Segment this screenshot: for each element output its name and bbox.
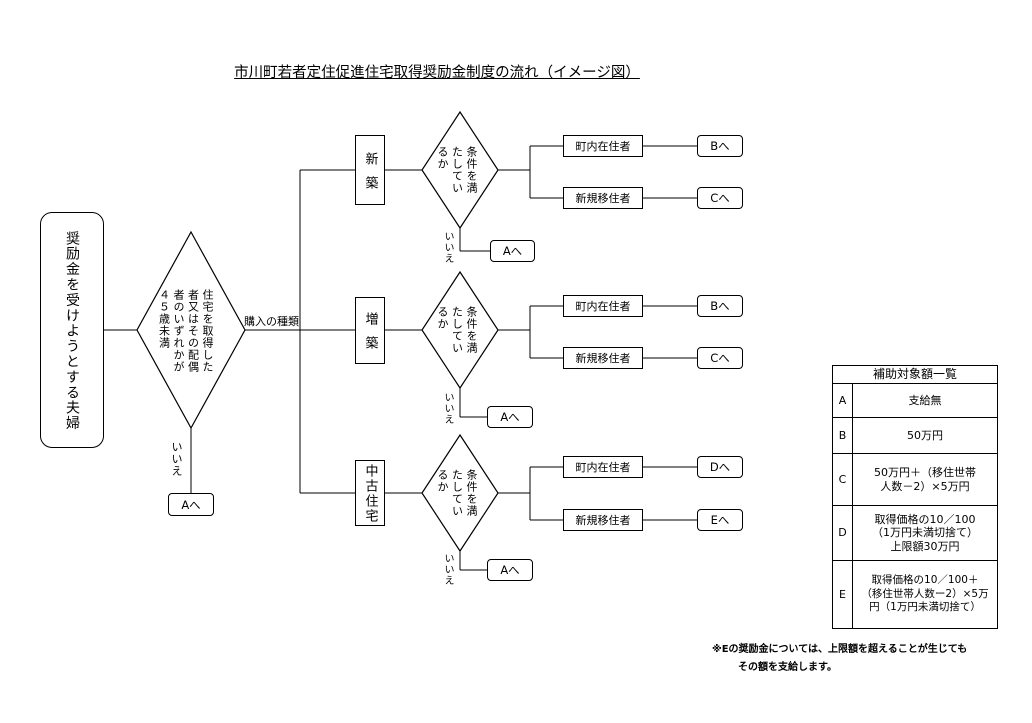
resident-box-2: 町内在住者	[563, 295, 643, 317]
condition-line: るか	[436, 146, 449, 170]
resident-target-1: Bへ	[697, 135, 743, 157]
condition-no-target-2: Aへ	[487, 406, 533, 428]
table-row: E 取得価格の10／100＋ （移住世帯人数ー2）×5万 円（1万円未満切捨て）	[832, 560, 999, 629]
condition-no-label-1: いいえ	[442, 231, 453, 264]
row-key: B	[832, 417, 853, 454]
age-check-no-target: Aへ	[168, 493, 214, 516]
start-node: 奨励金を受けようとする夫婦	[40, 212, 104, 448]
condition-line: たしてい	[450, 146, 464, 194]
condition-no-label-2: いいえ	[442, 392, 453, 425]
newcomer-box-3: 新規移住者	[563, 509, 643, 531]
condition-no-target-1: Aへ	[490, 240, 535, 262]
newcomer-box-1: 新規移住者	[563, 187, 643, 209]
condition-text-1: 条件を満 たしてい るか	[434, 146, 478, 196]
purchase-type-box-1: 新築	[355, 135, 385, 205]
condition-line: 条件を満	[465, 469, 478, 517]
purchase-type-box-3: 中古住宅	[355, 460, 385, 526]
condition-line: るか	[436, 306, 449, 330]
resident-box-3: 町内在住者	[563, 456, 643, 478]
start-node-label: 奨励金を受けようとする夫婦	[64, 230, 80, 431]
row-key: C	[832, 453, 853, 506]
purchase-type-label: 購入の種類	[244, 315, 299, 328]
age-check-text: 住宅を取得した 者又はその配偶 者のいずれかが ４５歳未満	[156, 289, 215, 375]
row-key: A	[832, 383, 853, 418]
newcomer-target-3: Eへ	[697, 509, 743, 531]
row-key: D	[832, 505, 853, 561]
table-row: D 取得価格の10／100 （1万円未満切捨て） 上限額30万円	[832, 505, 999, 561]
condition-line: るか	[436, 469, 449, 493]
newcomer-target-2: Cへ	[697, 347, 743, 369]
row-amount: 支給無	[851, 383, 999, 418]
newcomer-target-1: Cへ	[697, 187, 743, 209]
age-check-line: 者のいずれかが	[172, 289, 185, 373]
age-check-no-label: いいえ	[170, 441, 183, 477]
condition-line: たしてい	[450, 469, 464, 517]
amount-line: 支給無	[908, 393, 942, 407]
amount-line: （移住世帯人数ー2）×5万	[861, 587, 989, 600]
subsidy-table: 補助対象額一覧 A 支給無 B 50万円 C 50万円＋（移住世帯 人数－2）×…	[831, 365, 999, 629]
page-title: 市川町若者定住促進住宅取得奨励金制度の流れ（イメージ図）	[234, 65, 640, 81]
amount-line: 50万円＋（移住世帯	[874, 466, 976, 479]
row-amount: 取得価格の10／100 （1万円未満切捨て） 上限額30万円	[851, 505, 999, 561]
purchase-type-name: 中古住宅	[362, 464, 378, 524]
resident-box-1: 町内在住者	[563, 135, 643, 157]
table-header-row: 補助対象額一覧	[831, 365, 999, 384]
resident-target-2: Bへ	[697, 295, 743, 317]
subsidy-table-title: 補助対象額一覧	[831, 365, 999, 384]
amount-line: （1万円未満切捨て）	[872, 526, 978, 540]
table-row: B 50万円	[832, 417, 999, 454]
footnote-line-1: ※Eの奨励金については、上限額を超えることが生じても	[712, 644, 968, 655]
resident-target-3: Dへ	[697, 456, 743, 478]
condition-text-3: 条件を満 たしてい るか	[434, 469, 478, 519]
table-row: A 支給無	[832, 383, 999, 418]
purchase-type-box-2: 増築	[355, 297, 385, 364]
row-amount: 取得価格の10／100＋ （移住世帯人数ー2）×5万 円（1万円未満切捨て）	[851, 560, 999, 629]
condition-line: たしてい	[450, 306, 464, 354]
condition-no-target-3: Aへ	[487, 559, 533, 581]
age-check-line: 者又はその配偶	[186, 289, 200, 373]
condition-line: 条件を満	[465, 306, 478, 354]
amount-line: 取得価格の10／100	[874, 512, 976, 526]
age-check-line: ４５歳未満	[157, 289, 171, 349]
table-row: C 50万円＋（移住世帯 人数－2）×5万円	[832, 453, 999, 506]
age-check-line: 住宅を取得した	[201, 289, 214, 373]
condition-text-2: 条件を満 たしてい るか	[434, 306, 478, 356]
amount-line: 人数－2）×5万円	[880, 479, 970, 493]
footnote-line-2: その額を支給します。	[738, 662, 837, 673]
row-amount: 50万円＋（移住世帯 人数－2）×5万円	[851, 453, 999, 506]
purchase-type-name: 増築	[362, 312, 378, 360]
condition-no-label-3: いいえ	[442, 553, 453, 586]
newcomer-box-2: 新規移住者	[563, 347, 643, 369]
condition-line: 条件を満	[465, 146, 478, 194]
row-amount: 50万円	[851, 417, 999, 454]
amount-line: 上限額30万円	[890, 539, 960, 553]
purchase-type-name: 新築	[362, 151, 378, 200]
row-key: E	[832, 560, 853, 629]
amount-line: 50万円	[907, 428, 943, 442]
amount-line: 円（1万円未満切捨て）	[869, 601, 981, 614]
amount-line: 取得価格の10／100＋	[871, 574, 979, 587]
